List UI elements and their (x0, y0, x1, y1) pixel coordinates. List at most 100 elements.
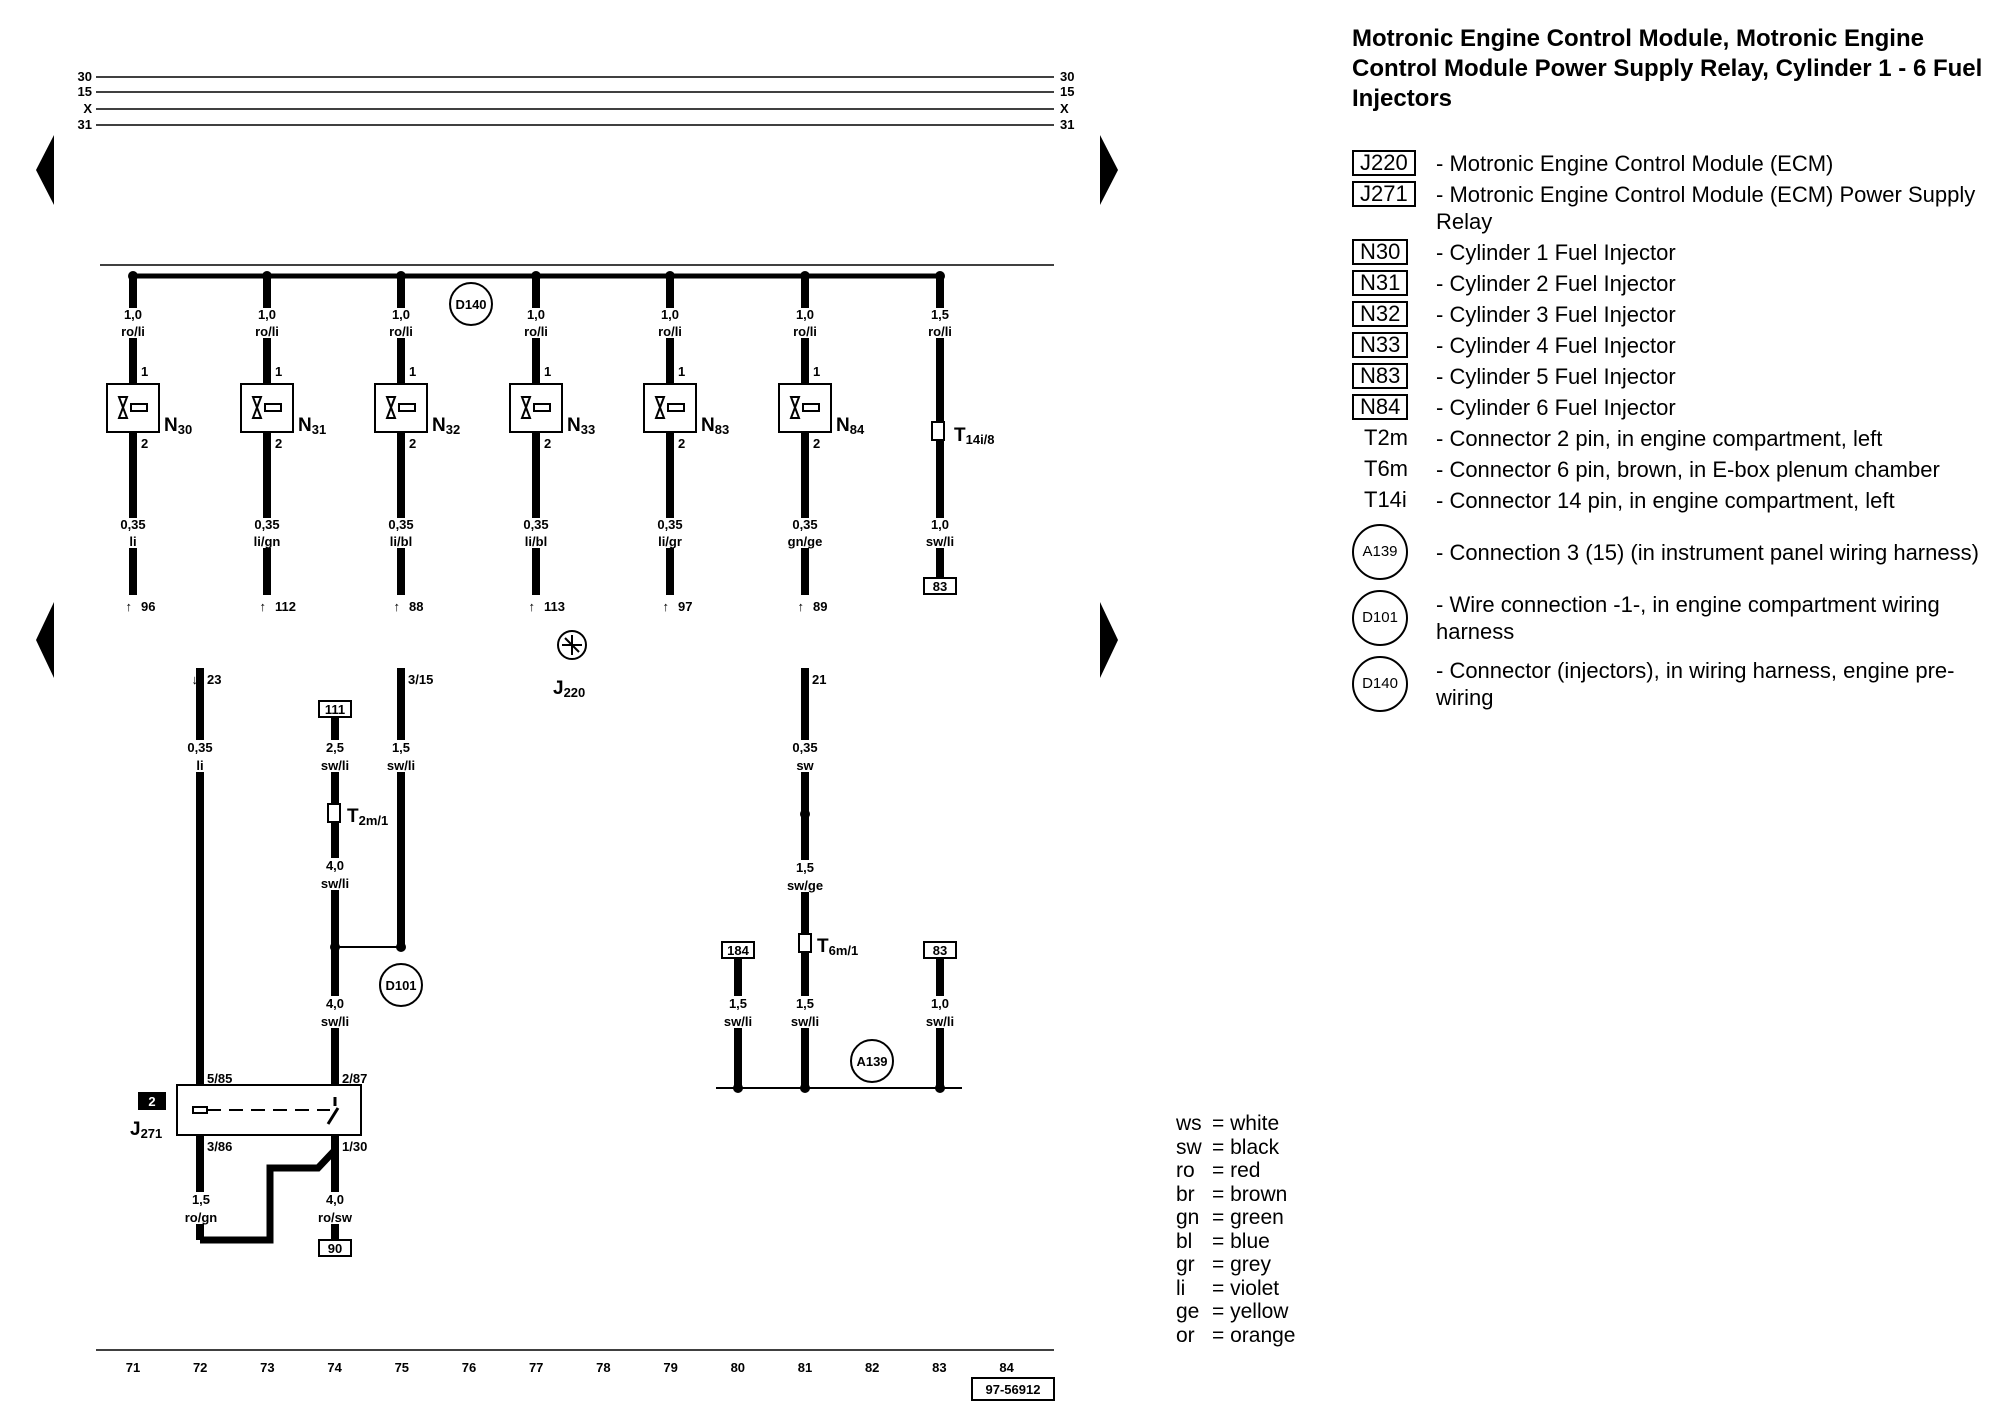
track-number: 82 (865, 1360, 879, 1375)
legend-item: T2m- Connector 2 pin, in engine compartm… (1352, 425, 1992, 452)
legend-code: N30 (1352, 239, 1409, 265)
color-name: = brown (1212, 1182, 1288, 1206)
svg-text:112: 112 (275, 599, 296, 614)
svg-text:N84: N84 (836, 415, 865, 437)
svg-text:↑: ↑ (529, 599, 536, 614)
svg-text:li/bl: li/bl (525, 534, 547, 549)
legend-code: N32 (1352, 301, 1409, 327)
svg-text:N32: N32 (432, 415, 460, 437)
legend-item: T14i- Connector 14 pin, in engine compar… (1352, 487, 1992, 514)
legend-item: N30 - Cylinder 1 Fuel Injector (1352, 239, 1992, 266)
legend-code: D101 (1352, 590, 1408, 646)
svg-text:90: 90 (328, 1241, 342, 1256)
svg-text:D140: D140 (455, 297, 486, 312)
svg-text:A139: A139 (856, 1054, 887, 1069)
legend-description: - Connector 6 pin, brown, in E-box plenu… (1436, 457, 1940, 482)
svg-text:0,35: 0,35 (388, 517, 413, 532)
track-number: 79 (663, 1360, 677, 1375)
svg-text:21: 21 (812, 672, 826, 687)
track-81-wire: 21 0,35 sw 1,5 sw/ge T6m/1 1,5 sw/li (784, 668, 858, 1088)
svg-text:ro/li: ro/li (928, 324, 952, 339)
track-number: 78 (596, 1360, 610, 1375)
color-name: = green (1212, 1206, 1284, 1229)
legend-code: J220 (1352, 150, 1416, 176)
track-number: 84 (999, 1360, 1014, 1375)
component-legend: J220- Motronic Engine Control Module (EC… (1352, 150, 1992, 718)
svg-text:2,5: 2,5 (326, 740, 344, 755)
color-name: = orange (1212, 1323, 1296, 1347)
svg-text:2: 2 (275, 436, 282, 451)
svg-text:1: 1 (275, 364, 282, 379)
svg-text:23: 23 (207, 672, 221, 687)
color-code-row: ge= yellow (1176, 1300, 1296, 1324)
wiring-diagram: 30 15 X 31 30 15 X 31 D140 1,0ro/li12N30… (36, 69, 1118, 1401)
track-80-wire: 184 1,5 sw/li (717, 941, 759, 1088)
legend-item: T6m- Connector 6 pin, brown, in E-box pl… (1352, 456, 1992, 483)
legend-description: - Wire connection -1-, in engine compart… (1436, 592, 1940, 644)
svg-text:li: li (129, 534, 136, 549)
svg-text:↑: ↑ (260, 599, 267, 614)
prev-page-arrow[interactable] (36, 135, 54, 205)
next-page-arrow-lower[interactable] (1100, 602, 1118, 678)
track-number: 77 (529, 1360, 543, 1375)
svg-text:↓: ↓ (192, 672, 199, 687)
legend-description: - Cylinder 1 Fuel Injector (1436, 240, 1676, 265)
svg-text:sw: sw (796, 758, 814, 773)
d140-connector: D140 (449, 282, 493, 326)
legend-description: - Connection 3 (15) (in instrument panel… (1436, 539, 1979, 565)
svg-text:ro/li: ro/li (121, 324, 145, 339)
svg-text:sw/li: sw/li (724, 1014, 752, 1029)
color-abbr: gn (1176, 1206, 1200, 1229)
svg-text:N31: N31 (298, 415, 326, 437)
rail-15-left: 15 (78, 84, 92, 99)
legend-code: A139 (1352, 524, 1408, 580)
legend-description: - Cylinder 2 Fuel Injector (1436, 271, 1676, 296)
color-abbr: sw (1176, 1135, 1202, 1159)
color-abbr: gr (1176, 1253, 1195, 1276)
svg-text:ro/li: ro/li (524, 324, 548, 339)
legend-code: N83 (1352, 363, 1409, 389)
svg-text:0,35: 0,35 (523, 517, 548, 532)
supply-rails: 30 15 X 31 30 15 X 31 (78, 69, 1075, 132)
color-name: = white (1212, 1112, 1280, 1135)
svg-text:sw/li: sw/li (321, 1014, 349, 1029)
svg-text:2/87: 2/87 (342, 1071, 367, 1086)
svg-text:2: 2 (813, 436, 820, 451)
svg-text:2: 2 (409, 436, 416, 451)
legend-item: N84- Cylinder 6 Fuel Injector (1352, 394, 1992, 421)
svg-text:sw/li: sw/li (791, 1014, 819, 1029)
t14i-branch: 1,5 ro/li T14i/8 1,0 sw/li 83 (922, 271, 995, 595)
legend-description: - Connector 2 pin, in engine compartment… (1436, 426, 1883, 451)
track-number: 71 (126, 1360, 140, 1375)
svg-text:T2m/1: T2m/1 (347, 806, 388, 828)
track-75-wire: 3/15 1,5 sw/li (335, 668, 433, 952)
legend-item: D101 - Wire connection -1-, in engine com… (1352, 590, 1992, 646)
legend-item: N31 - Cylinder 2 Fuel Injector (1352, 270, 1992, 297)
svg-text:3/15: 3/15 (408, 672, 433, 687)
svg-text:1,5: 1,5 (796, 996, 814, 1011)
rail-15-right: 15 (1060, 84, 1074, 99)
color-code-row: ro= red (1176, 1159, 1296, 1183)
track-83-wire: 83 1,0 sw/li (919, 941, 961, 1088)
svg-text:gn/ge: gn/ge (788, 534, 823, 549)
legend-description: - Connector (injectors), in wiring harne… (1436, 658, 1955, 710)
prev-page-arrow-lower[interactable] (36, 602, 54, 678)
legend-description: - Cylinder 5 Fuel Injector (1436, 364, 1676, 389)
svg-text:0,35: 0,35 (792, 740, 817, 755)
svg-text:1,0: 1,0 (661, 307, 679, 322)
color-code-row: bl= blue (1176, 1230, 1296, 1254)
svg-text:83: 83 (933, 579, 947, 594)
legend-description: - Cylinder 6 Fuel Injector (1436, 395, 1676, 420)
next-page-arrow[interactable] (1100, 135, 1118, 205)
svg-text:1,5: 1,5 (729, 996, 747, 1011)
svg-text:↑: ↑ (394, 599, 401, 614)
legend-code: N31 (1352, 270, 1409, 296)
legend-code: N33 (1352, 332, 1409, 358)
track-number: 75 (395, 1360, 409, 1375)
svg-text:2: 2 (678, 436, 685, 451)
color-abbr: ro (1176, 1159, 1195, 1182)
